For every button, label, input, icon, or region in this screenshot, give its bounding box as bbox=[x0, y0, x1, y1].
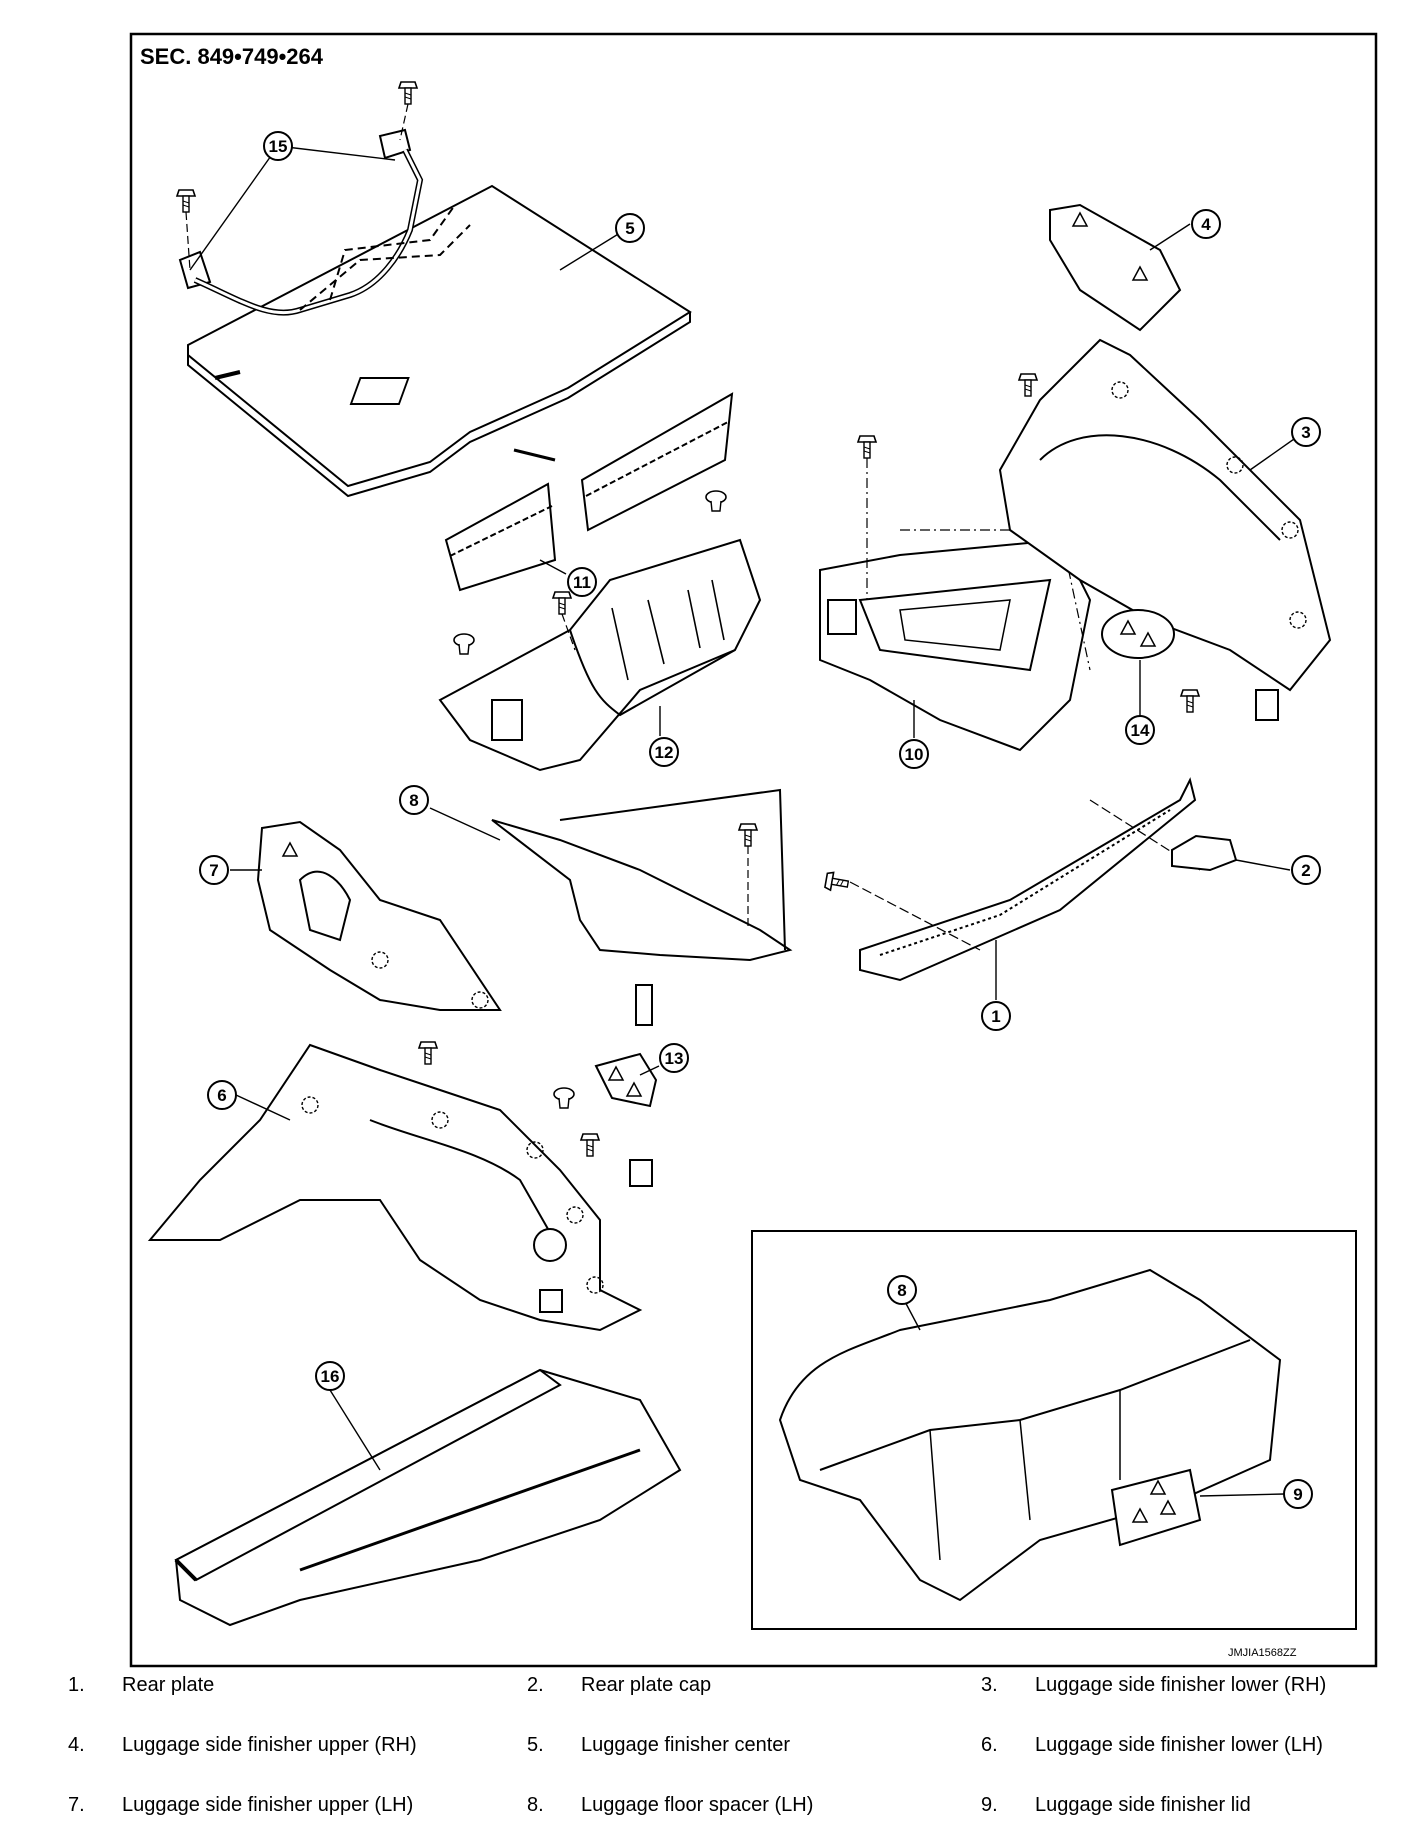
diagram-frame bbox=[129, 32, 1378, 1668]
callout-3: 3 bbox=[1291, 417, 1321, 447]
part-side-finisher-lower-lh bbox=[147, 1043, 643, 1332]
svg-text:13: 13 bbox=[665, 1049, 684, 1068]
svg-text:2: 2 bbox=[1301, 861, 1310, 880]
part-cover-13 bbox=[594, 1052, 658, 1108]
part-center-frame bbox=[438, 538, 762, 772]
svg-text:15: 15 bbox=[269, 137, 288, 156]
part-side-finisher-lower-rh bbox=[998, 338, 1332, 692]
image-code: JMJIA1568ZZ bbox=[1228, 1647, 1297, 1659]
legend-label: Luggage side finisher lid bbox=[1035, 1794, 1251, 1816]
legend-number: 7. bbox=[68, 1794, 85, 1816]
part-strap bbox=[178, 128, 471, 316]
svg-text:11: 11 bbox=[573, 573, 591, 592]
svg-text:10: 10 bbox=[905, 745, 924, 764]
callout-14: 14 bbox=[1125, 715, 1155, 745]
part-rear-plate-cap bbox=[1171, 834, 1238, 872]
callout-12: 12 bbox=[649, 737, 679, 767]
svg-text:1: 1 bbox=[991, 1007, 1000, 1026]
svg-text:3: 3 bbox=[1301, 423, 1310, 442]
callout-16: 16 bbox=[315, 1361, 345, 1391]
callout-6: 6 bbox=[207, 1080, 237, 1110]
legend-number: 2. bbox=[527, 1674, 544, 1696]
callout-2: 2 bbox=[1291, 855, 1321, 885]
legend-number: 6. bbox=[981, 1734, 998, 1756]
svg-text:16: 16 bbox=[321, 1367, 340, 1386]
part-side-finisher-upper-lh bbox=[256, 820, 502, 1011]
legend-number: 4. bbox=[68, 1734, 85, 1756]
legend-label: Luggage side finisher upper (RH) bbox=[122, 1734, 417, 1756]
part-luggage-finisher-center bbox=[187, 184, 692, 498]
legend-label: Luggage side finisher lower (RH) bbox=[1035, 1674, 1327, 1696]
section-code: SEC. 849•749•264 bbox=[140, 44, 324, 69]
legend-number: 5. bbox=[527, 1734, 544, 1756]
callout-8: 8 bbox=[399, 785, 429, 815]
legend-label: Luggage finisher center bbox=[581, 1734, 791, 1756]
legend-label: Luggage side finisher upper (LH) bbox=[122, 1794, 414, 1816]
part-side-finisher-upper-rh bbox=[1049, 203, 1182, 332]
legend-number: 9. bbox=[981, 1794, 998, 1816]
part-rear-plate bbox=[859, 777, 1197, 982]
svg-text:7: 7 bbox=[209, 861, 218, 880]
callout-4: 4 bbox=[1191, 209, 1221, 239]
callout-13: 13 bbox=[659, 1043, 689, 1073]
svg-text:8: 8 bbox=[409, 791, 418, 810]
callout-5: 5 bbox=[615, 213, 645, 243]
legend-label: Rear plate bbox=[122, 1674, 215, 1696]
inset-floor-spacer bbox=[778, 1268, 1282, 1602]
inset-frame bbox=[751, 1230, 1357, 1630]
callout-10: 10 bbox=[899, 739, 929, 769]
callout-8-inset: 8 bbox=[887, 1275, 917, 1305]
part-cover-14 bbox=[1101, 609, 1175, 659]
svg-text:6: 6 bbox=[217, 1086, 226, 1105]
legend-label: Luggage floor spacer (LH) bbox=[581, 1794, 814, 1816]
exploded-parts-diagram: SEC. 849•749•264 JMJIA1568ZZ bbox=[129, 32, 1378, 1668]
callout-7: 7 bbox=[199, 855, 229, 885]
svg-text:8: 8 bbox=[897, 1281, 906, 1300]
svg-text:5: 5 bbox=[625, 219, 634, 238]
legend-label: Luggage side finisher lower (LH) bbox=[1035, 1734, 1323, 1756]
svg-text:4: 4 bbox=[1201, 215, 1211, 234]
legend-number: 3. bbox=[981, 1674, 998, 1696]
legend-number: 8. bbox=[527, 1794, 544, 1816]
legend-label: Rear plate cap bbox=[581, 1674, 712, 1696]
callout-1: 1 bbox=[981, 1001, 1011, 1031]
callouts: 1 2 3 4 5 6 7 8 8 9 10 11 12 13 14 15 16 bbox=[199, 131, 1321, 1509]
part-floor-spacer-lh bbox=[491, 788, 793, 1026]
svg-text:14: 14 bbox=[1131, 721, 1150, 740]
part-tonneau-cover bbox=[174, 1368, 682, 1627]
callout-9: 9 bbox=[1283, 1479, 1313, 1509]
callout-15: 15 bbox=[263, 131, 293, 161]
part-flaps bbox=[444, 392, 734, 592]
legend-number: 1. bbox=[68, 1674, 85, 1696]
svg-text:9: 9 bbox=[1293, 1485, 1302, 1504]
callout-11: 11 bbox=[567, 567, 597, 597]
leader-lines bbox=[189, 145, 1305, 1497]
inset-finisher-lid bbox=[1110, 1468, 1202, 1547]
part-rear-center-panel bbox=[819, 538, 1092, 752]
svg-text:12: 12 bbox=[655, 743, 674, 762]
